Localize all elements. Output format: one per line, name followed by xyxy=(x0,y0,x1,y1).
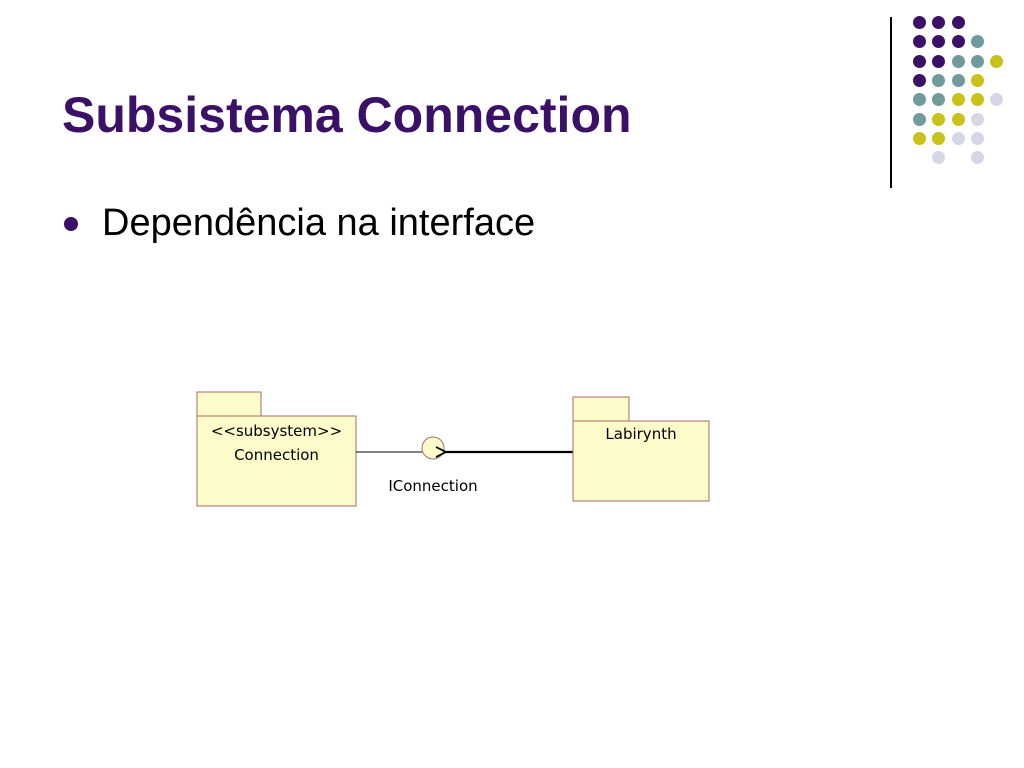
package-labirynth-name: Labirynth xyxy=(605,425,676,443)
decorative-dot xyxy=(951,16,965,29)
decorative-dot xyxy=(970,54,984,68)
package-labirynth-tab xyxy=(572,396,630,422)
package-labirynth-body xyxy=(572,420,710,502)
decorative-dot xyxy=(913,35,926,49)
decorative-dot xyxy=(970,151,984,165)
decorative-dot xyxy=(970,131,984,145)
decorative-dot xyxy=(970,73,984,87)
decorative-dot xyxy=(990,93,1004,107)
decorative-dot xyxy=(990,54,1004,68)
decorative-dot xyxy=(932,35,946,49)
decorative-dot xyxy=(913,54,926,68)
decorative-dot xyxy=(932,151,946,165)
bullet-dot-icon xyxy=(64,216,78,231)
decorative-dot xyxy=(932,73,946,87)
decorative-dot xyxy=(913,93,926,107)
decorative-dot xyxy=(951,35,965,49)
decorative-dot xyxy=(932,93,946,107)
decorative-dot xyxy=(951,112,965,126)
decorative-dot xyxy=(970,35,984,49)
decorative-divider xyxy=(890,17,892,188)
decorative-dot xyxy=(913,73,926,87)
decorative-dot xyxy=(913,112,926,126)
package-connection-stereotype: <<subsystem>> xyxy=(211,422,342,440)
bullet-item: Dependência na interface xyxy=(64,202,535,245)
decorative-dot xyxy=(951,73,965,87)
bullet-text: Dependência na interface xyxy=(102,202,536,244)
interface-circle xyxy=(421,436,445,460)
decorative-dot xyxy=(951,93,965,107)
package-connection-body xyxy=(196,415,357,507)
decorative-dot xyxy=(970,112,984,126)
decorative-dot xyxy=(932,16,946,29)
decorative-dot xyxy=(951,54,965,68)
interface-label: IConnection xyxy=(388,477,477,495)
decorative-dot xyxy=(970,93,984,107)
decorative-dot xyxy=(951,131,965,145)
package-connection-name: Connection xyxy=(234,446,319,464)
package-connection-tab xyxy=(196,391,262,417)
package-labirynth: Labirynth xyxy=(572,396,710,502)
decorative-dot xyxy=(932,131,946,145)
decorative-dot xyxy=(932,112,946,126)
decorative-dot xyxy=(932,54,946,68)
package-connection: <<subsystem>> Connection xyxy=(196,391,357,507)
decorative-dot xyxy=(913,131,926,145)
decorative-dot xyxy=(913,16,926,29)
slide-title: Subsistema Connection xyxy=(62,87,632,143)
